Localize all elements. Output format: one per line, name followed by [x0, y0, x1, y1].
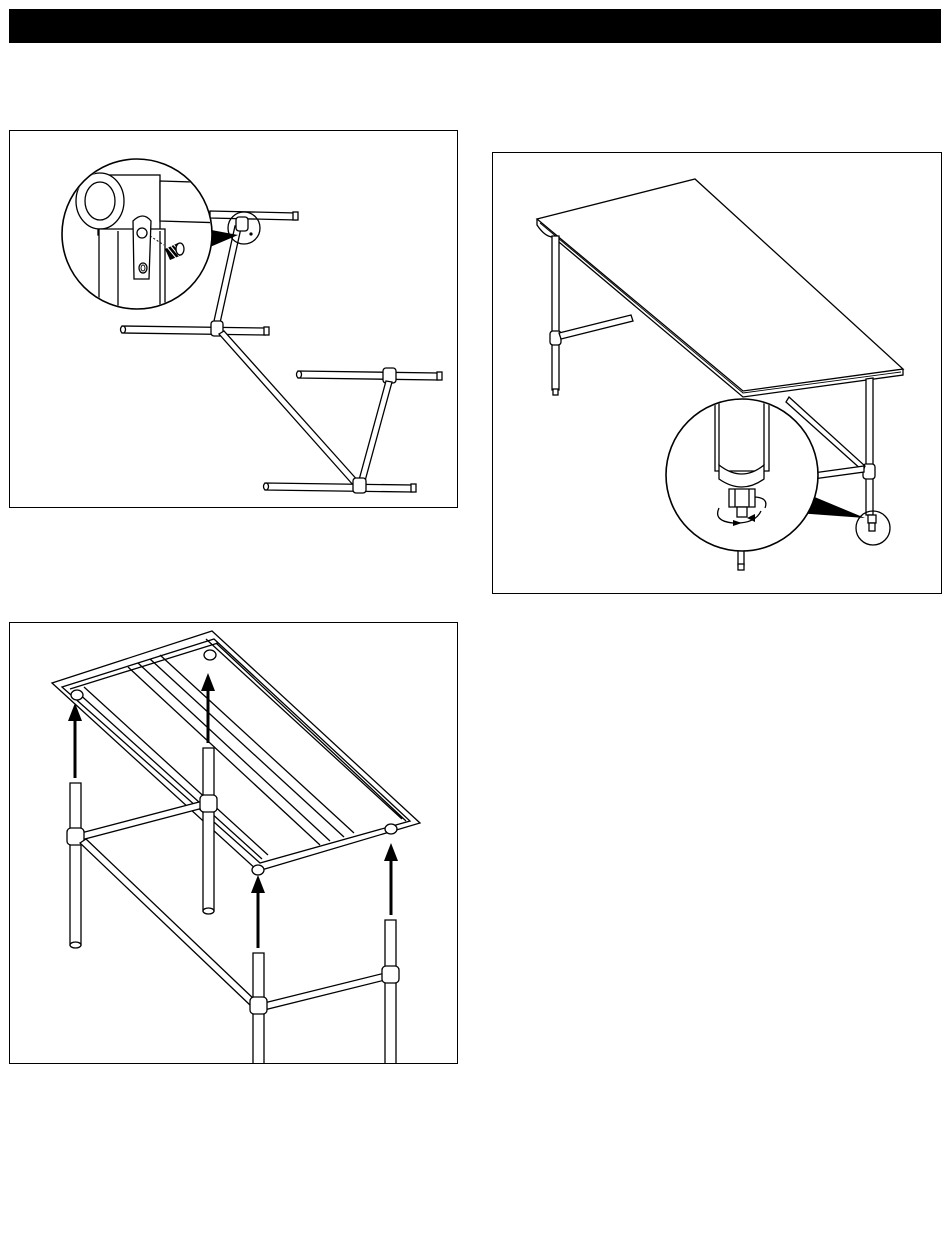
tube-end	[70, 942, 81, 948]
tube-end-cap	[411, 484, 416, 492]
tube-connector-icon	[383, 368, 396, 383]
leg-socket	[204, 650, 216, 660]
magnifier-callout-icon	[666, 393, 818, 551]
tube-connector-icon	[382, 966, 399, 983]
header-bar	[9, 9, 941, 43]
tube-end-cap	[437, 372, 442, 380]
up-arrow-icon	[384, 843, 398, 915]
leveling-foot-small	[868, 515, 876, 523]
frame-assembly-figure	[9, 130, 458, 508]
table-top	[537, 179, 903, 391]
leg-socket	[252, 865, 264, 875]
diagonal-brace-lower	[359, 381, 392, 481]
frame-assembly-drawing	[10, 131, 458, 508]
up-arrow-icon	[68, 703, 82, 778]
tube-end	[297, 371, 302, 378]
leg-socket	[385, 824, 397, 834]
leg-back-right	[203, 748, 214, 911]
leveling-foot-small	[869, 523, 875, 531]
cross-rail	[813, 466, 864, 479]
middle-tube	[122, 326, 265, 335]
front-rail	[264, 973, 385, 1010]
tube-connector-icon	[200, 795, 217, 812]
leg-front-right	[866, 378, 873, 515]
leveling-foot-small	[738, 564, 744, 570]
leg-front-right	[385, 920, 396, 1064]
long-rail	[80, 839, 256, 1005]
magnifier-callout-icon	[62, 159, 225, 316]
tube-end	[264, 483, 269, 490]
leg-back-left	[70, 783, 81, 945]
side-rail	[81, 801, 203, 840]
tube-connector-icon	[250, 997, 267, 1014]
right-upper-tube	[298, 371, 438, 380]
tabletop-attach-drawing	[10, 623, 458, 1064]
tube-end	[203, 908, 214, 914]
tube-bore	[85, 182, 115, 220]
nut-hole	[139, 263, 147, 273]
leveling-foot-drawing	[493, 153, 942, 594]
screw-hole	[249, 232, 252, 235]
tube-end	[121, 326, 126, 333]
lower-tube	[265, 483, 412, 492]
leveling-foot-figure	[492, 152, 942, 594]
leg-back-left	[552, 236, 559, 390]
tabletop-attach-figure	[9, 622, 458, 1064]
side-rail	[559, 315, 633, 339]
leg-socket	[71, 690, 83, 700]
tube-end-cap	[264, 327, 269, 335]
screw-hole	[137, 228, 147, 238]
tube-connector-icon	[353, 478, 366, 493]
tube-end-cap	[293, 212, 298, 220]
tube-connector-icon	[236, 217, 248, 231]
long-diagonal-tube	[219, 331, 360, 486]
leveling-foot-small	[553, 389, 558, 395]
leg-zoomed	[715, 393, 769, 471]
up-arrow-icon	[251, 875, 265, 948]
